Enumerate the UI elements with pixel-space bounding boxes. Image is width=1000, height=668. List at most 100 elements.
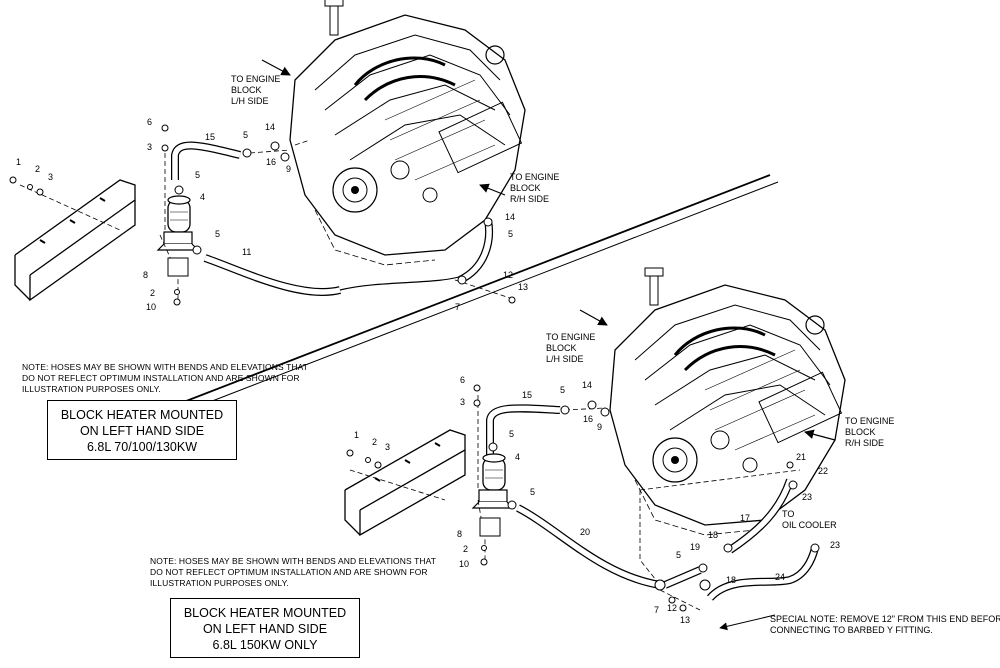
bottom-hoses: [486, 404, 819, 601]
label-line: BLOCK: [510, 183, 541, 193]
title-line: 6.8L 70/100/130KW: [86, 440, 198, 454]
callout: 5: [530, 487, 535, 497]
bottom-title-box: BLOCK HEATER MOUNTED ON LEFT HAND SIDE 6…: [170, 598, 360, 658]
label-line: TO: [782, 509, 794, 519]
label-line: BLOCK: [231, 85, 262, 95]
callout: 5: [215, 229, 220, 239]
callout: 2: [463, 544, 468, 554]
callout: 23: [830, 540, 840, 550]
callout: 14: [505, 212, 515, 222]
callout: 1: [354, 430, 359, 440]
callout: 4: [515, 452, 520, 462]
bottom-special-note: SPECIAL NOTE: REMOVE 12" FROM THIS END B…: [770, 614, 1000, 635]
callout: 9: [286, 164, 291, 174]
label-line: TO ENGINE: [546, 332, 595, 342]
callout: 2: [35, 164, 40, 174]
top-title-box: BLOCK HEATER MOUNTED ON LEFT HAND SIDE 6…: [47, 400, 237, 460]
top-callouts: 1 2 3 6 3 15 5 14 16 9 5 4 5 11 8 2 10 1…: [16, 117, 528, 312]
note-line: DO NOT REFLECT OPTIMUM INSTALLATION AND …: [22, 373, 300, 383]
callout: 18: [708, 530, 718, 540]
section-divider: [149, 174, 771, 416]
title-line: ON LEFT HAND SIDE: [202, 622, 328, 636]
callout: 13: [518, 282, 528, 292]
callout: 5: [508, 229, 513, 239]
label-line: CONNECTING TO BARBED Y FITTING.: [770, 625, 933, 635]
label-line: BLOCK: [845, 427, 876, 437]
callout: 5: [676, 550, 681, 560]
bottom-leaders: [349, 395, 801, 611]
callout: 4: [200, 192, 205, 202]
callout: 3: [385, 442, 390, 452]
top-label-rh: TO ENGINE BLOCK R/H SIDE: [510, 172, 559, 204]
label-line: TO ENGINE: [510, 172, 559, 182]
callout: 16: [583, 414, 593, 424]
callout: 19: [690, 542, 700, 552]
callout: 11: [242, 247, 251, 257]
callout: 9: [597, 422, 602, 432]
callout: 23: [802, 492, 812, 502]
callout: 22: [818, 466, 828, 476]
callout: 3: [48, 172, 53, 182]
callout: 17: [740, 513, 750, 523]
callout: 12: [667, 603, 677, 613]
title-line: BLOCK HEATER MOUNTED: [60, 408, 224, 422]
label-line: TO ENGINE: [231, 74, 280, 84]
callout: 10: [146, 302, 156, 312]
callout: 7: [654, 605, 659, 615]
callout: 21: [796, 452, 806, 462]
top-hose-note: NOTE: HOSES MAY BE SHOWN WITH BENDS AND …: [22, 362, 308, 395]
bottom-label-rh: TO ENGINE BLOCK R/H SIDE: [845, 416, 894, 448]
title-line: BLOCK HEATER MOUNTED: [183, 606, 347, 620]
label-line: OIL COOLER: [782, 520, 837, 530]
callout: 6: [147, 117, 152, 127]
title-line: 6.8L 150KW ONLY: [212, 638, 318, 652]
callout: 2: [372, 437, 377, 447]
title-line: ON LEFT HAND SIDE: [79, 424, 205, 438]
note-line: NOTE: HOSES MAY BE SHOWN WITH BENDS AND …: [22, 362, 309, 372]
label-line: R/H SIDE: [845, 438, 884, 448]
note-line: ILLUSTRATION PURPOSES ONLY.: [150, 578, 289, 588]
bottom-label-oil-cooler: TO OIL COOLER: [782, 509, 837, 530]
callout: 12: [503, 270, 513, 280]
callout: 1: [16, 157, 21, 167]
label-line: R/H SIDE: [510, 194, 549, 204]
callout: 3: [460, 397, 465, 407]
label-line: L/H SIDE: [546, 354, 584, 364]
callout: 16: [266, 157, 276, 167]
callout: 2: [150, 288, 155, 298]
callout: 5: [560, 385, 565, 395]
callout: 5: [509, 429, 514, 439]
label-line: L/H SIDE: [231, 96, 269, 106]
bottom-heater: [472, 453, 514, 509]
note-line: NOTE: HOSES MAY BE SHOWN WITH BENDS AND …: [150, 556, 437, 566]
callout: 10: [459, 559, 469, 569]
callout: 14: [582, 380, 592, 390]
top-label-lh: TO ENGINE BLOCK L/H SIDE: [231, 74, 280, 106]
note-line: DO NOT REFLECT OPTIMUM INSTALLATION AND …: [150, 567, 428, 577]
callout: 15: [205, 132, 215, 142]
bottom-callouts: 1 2 3 6 3 15 5 14 16 9 5 4 5 20 8 2 10 2…: [354, 375, 840, 625]
callout: 5: [195, 170, 200, 180]
callout: 18: [726, 575, 736, 585]
callout: 8: [143, 270, 148, 280]
top-heater: [157, 195, 199, 251]
note-line: ILLUSTRATION PURPOSES ONLY.: [22, 384, 161, 394]
callout: 8: [457, 529, 462, 539]
bottom-hose-note: NOTE: HOSES MAY BE SHOWN WITH BENDS AND …: [150, 556, 436, 589]
callout: 7: [455, 302, 460, 312]
section-divider-inner: [157, 181, 779, 423]
label-line: SPECIAL NOTE: REMOVE 12" FROM THIS END B…: [770, 614, 1000, 624]
label-line: TO ENGINE: [845, 416, 894, 426]
callout: 3: [147, 142, 152, 152]
bottom-label-lh: TO ENGINE BLOCK L/H SIDE: [546, 332, 595, 364]
top-frame-rail: [14, 179, 136, 302]
callout: 13: [680, 615, 690, 625]
callout: 15: [522, 390, 532, 400]
top-fittings: [9, 124, 516, 306]
bottom-frame-rail: [344, 429, 466, 537]
callout: 20: [580, 527, 590, 537]
callout: 24: [775, 572, 785, 582]
bottom-fittings: [346, 384, 820, 612]
